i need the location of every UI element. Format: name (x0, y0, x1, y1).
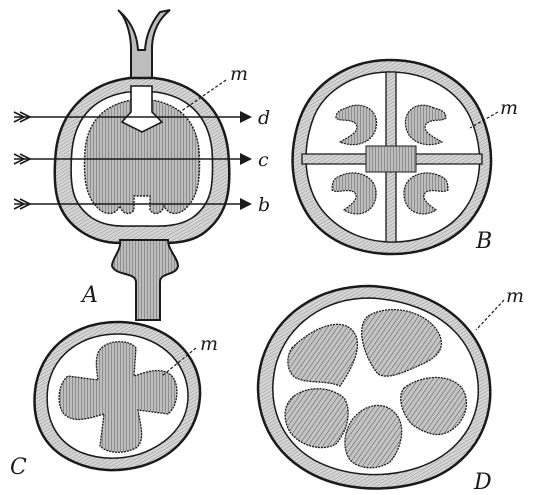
pointer-line-d (476, 300, 504, 330)
panel-a-longitudinal-section: d c b m A (14, 10, 270, 320)
pointer-label-c: m (200, 333, 218, 355)
panel-d-cross-section: m D (258, 285, 524, 495)
pointer-label-b: m (500, 97, 518, 119)
panel-label-b: B (475, 229, 492, 254)
pointer-label-d: m (506, 285, 524, 307)
panel-c-cross-section: m C (10, 322, 218, 480)
panel-label-d: D (473, 470, 492, 495)
pointer-label-a: m (230, 63, 248, 85)
section-label-b: b (258, 194, 270, 216)
panel-label-c: C (10, 455, 27, 480)
panel-label-a: A (80, 283, 98, 308)
pedicel (112, 240, 178, 320)
section-label-c: c (258, 149, 269, 171)
style-stigma (118, 10, 170, 86)
panel-b-central-axis (366, 146, 416, 172)
panel-b-cross-section: m B (293, 60, 518, 254)
section-label-d: d (258, 107, 270, 129)
